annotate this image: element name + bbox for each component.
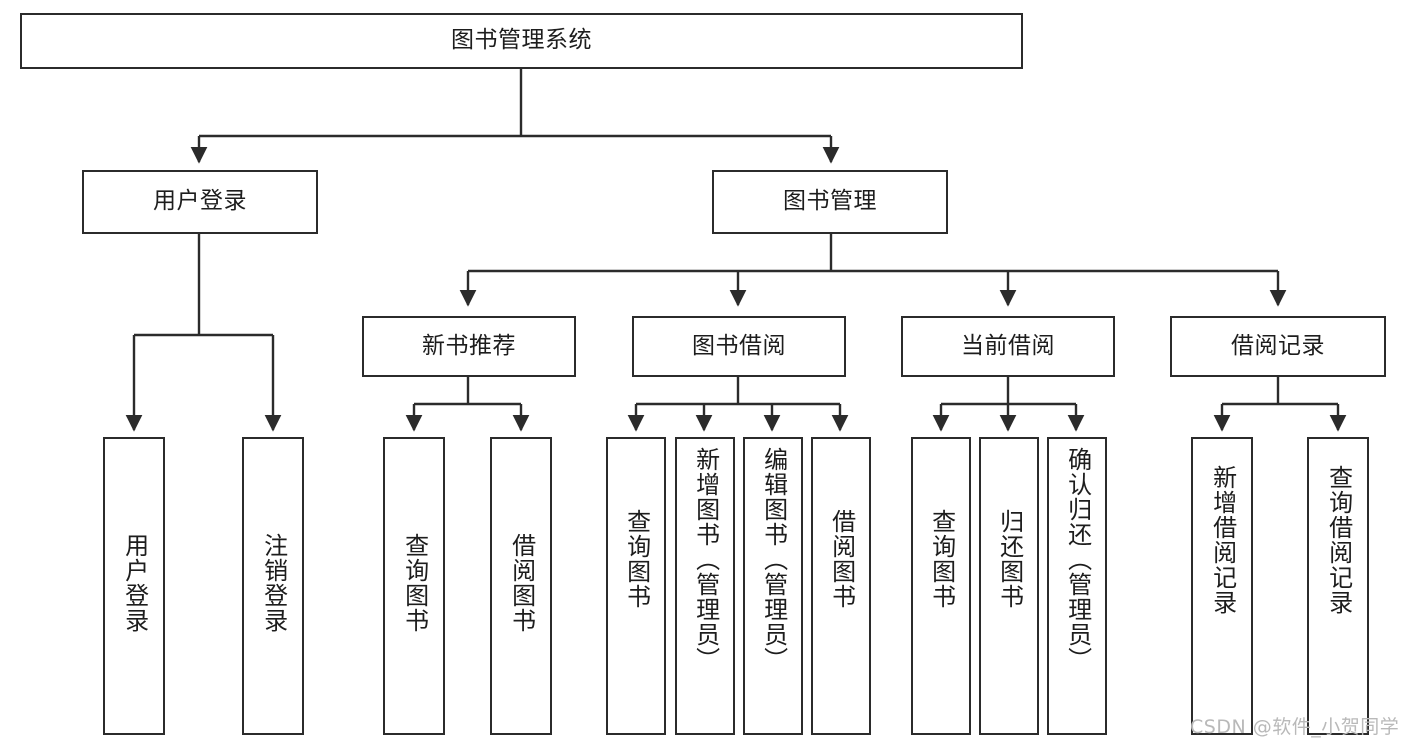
leaf-query-book-borrow-label: 查询图书 bbox=[622, 509, 651, 609]
leaf-user-login[interactable]: 用户登录 bbox=[103, 437, 165, 735]
leaf-add-borrow-record-label: 新增借阅记录 bbox=[1208, 465, 1237, 615]
node-book-management-label: 图书管理 bbox=[783, 188, 877, 215]
leaf-edit-book-admin-label: 编辑图书（管理员） bbox=[759, 447, 788, 672]
leaf-borrow-book-label: 借阅图书 bbox=[827, 509, 856, 609]
node-book-borrow[interactable]: 图书借阅 bbox=[632, 316, 846, 377]
leaf-return-book[interactable]: 归还图书 bbox=[979, 437, 1039, 735]
leaf-query-borrow-record[interactable]: 查询借阅记录 bbox=[1307, 437, 1369, 735]
leaf-logout[interactable]: 注销登录 bbox=[242, 437, 304, 735]
leaf-add-book-admin[interactable]: 新增图书（管理员） bbox=[675, 437, 735, 735]
leaf-confirm-return-admin-label: 确认归还（管理员） bbox=[1063, 447, 1092, 672]
node-user-login-label: 用户登录 bbox=[153, 188, 247, 215]
leaf-confirm-return-admin[interactable]: 确认归还（管理员） bbox=[1047, 437, 1107, 735]
node-book-management[interactable]: 图书管理 bbox=[712, 170, 948, 234]
leaf-borrow-book-newbook[interactable]: 借阅图书 bbox=[490, 437, 552, 735]
leaf-borrow-book-newbook-label: 借阅图书 bbox=[507, 533, 536, 633]
leaf-query-book-borrow[interactable]: 查询图书 bbox=[606, 437, 666, 735]
node-book-borrow-label: 图书借阅 bbox=[692, 332, 786, 359]
node-root-system[interactable]: 图书管理系统 bbox=[20, 13, 1023, 69]
node-current-borrow-label: 当前借阅 bbox=[961, 332, 1055, 359]
leaf-add-book-admin-label: 新增图书（管理员） bbox=[691, 447, 720, 672]
leaf-add-borrow-record[interactable]: 新增借阅记录 bbox=[1191, 437, 1253, 735]
node-borrow-record-label: 借阅记录 bbox=[1231, 332, 1325, 359]
leaf-borrow-book[interactable]: 借阅图书 bbox=[811, 437, 871, 735]
leaf-query-book-newbook-label: 查询图书 bbox=[400, 533, 429, 633]
leaf-query-book-newbook[interactable]: 查询图书 bbox=[383, 437, 445, 735]
node-borrow-record[interactable]: 借阅记录 bbox=[1170, 316, 1386, 377]
node-new-book-recommend[interactable]: 新书推荐 bbox=[362, 316, 576, 377]
node-root-system-label: 图书管理系统 bbox=[451, 27, 592, 54]
node-user-login[interactable]: 用户登录 bbox=[82, 170, 318, 234]
leaf-query-book-current-label: 查询图书 bbox=[927, 509, 956, 609]
leaf-query-book-current[interactable]: 查询图书 bbox=[911, 437, 971, 735]
leaf-user-login-label: 用户登录 bbox=[120, 533, 149, 633]
node-current-borrow[interactable]: 当前借阅 bbox=[901, 316, 1115, 377]
leaf-logout-label: 注销登录 bbox=[259, 533, 288, 633]
leaf-return-book-label: 归还图书 bbox=[995, 509, 1024, 609]
node-new-book-recommend-label: 新书推荐 bbox=[422, 332, 516, 359]
leaf-query-borrow-record-label: 查询借阅记录 bbox=[1324, 465, 1353, 615]
leaf-edit-book-admin[interactable]: 编辑图书（管理员） bbox=[743, 437, 803, 735]
